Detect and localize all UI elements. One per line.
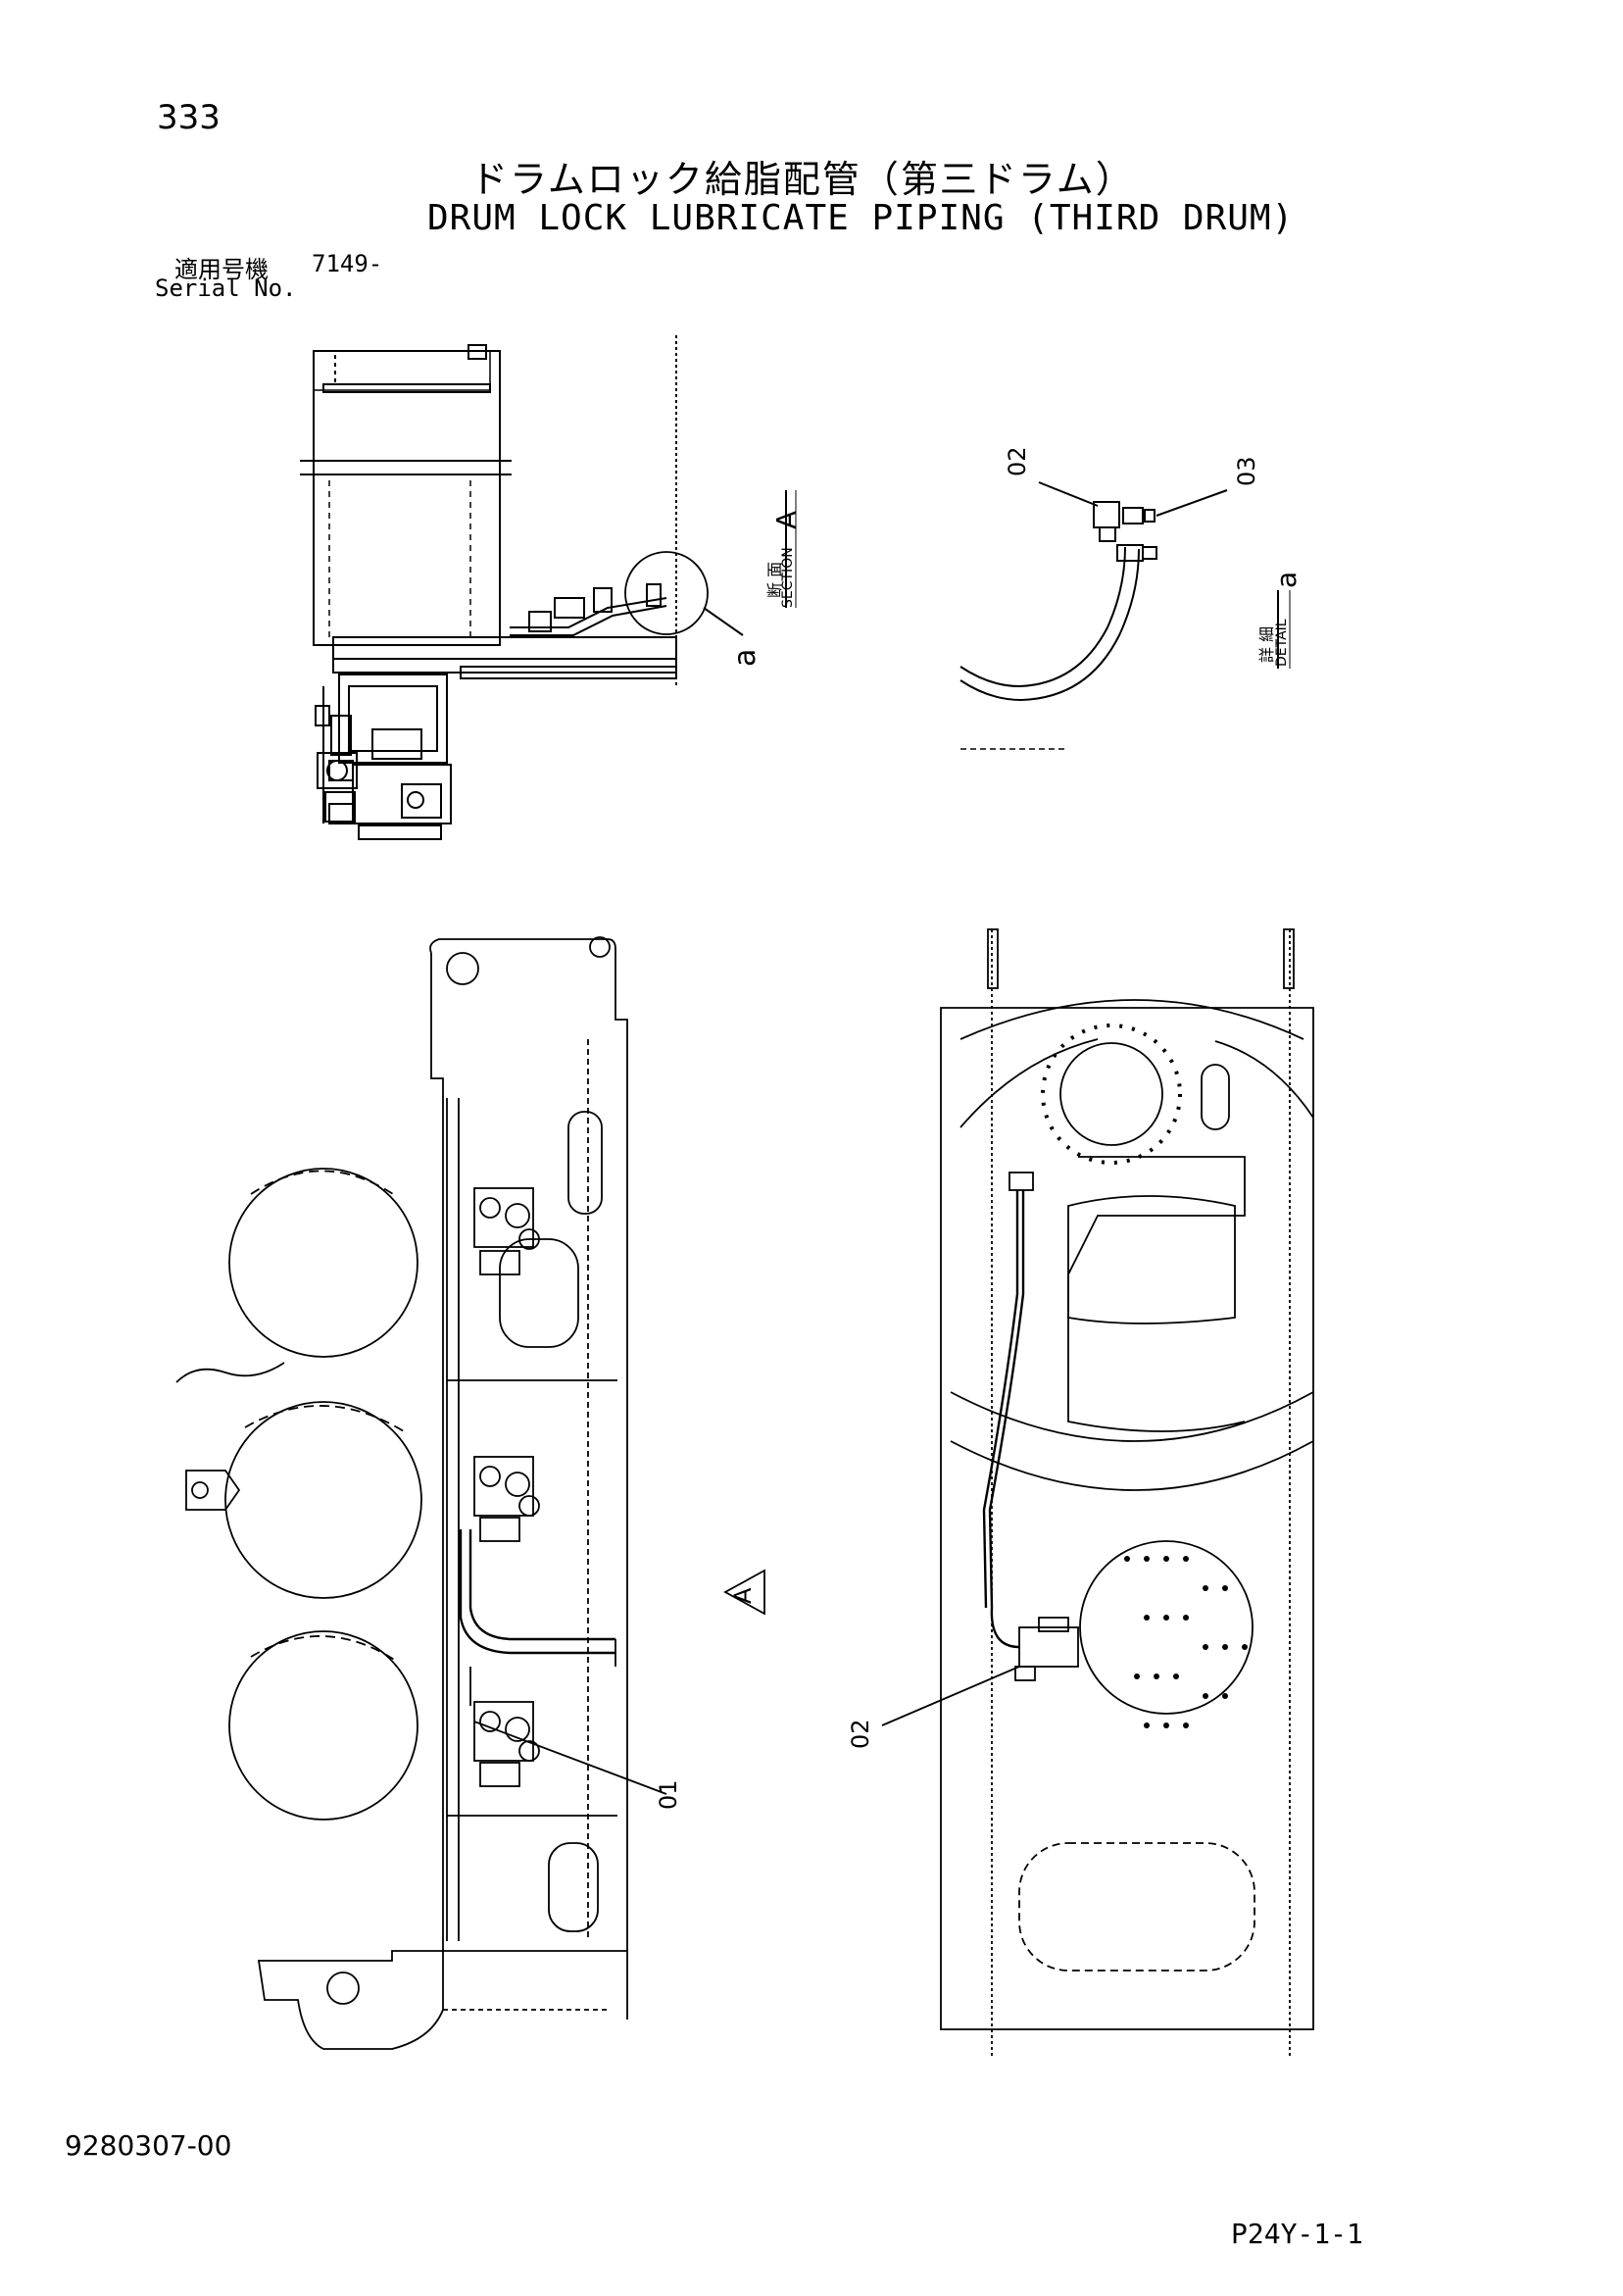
serial-label-english: Serial No. xyxy=(155,275,297,302)
detail-callout-03: 03 xyxy=(1233,456,1260,486)
plan-callout-02: 02 xyxy=(847,1719,874,1749)
detail-callout-02: 02 xyxy=(1004,446,1031,476)
plan-view-right: 02 xyxy=(847,928,1314,2059)
section-label-english: SECTION xyxy=(780,547,796,608)
detail-callout-letter: a xyxy=(728,649,762,667)
page-reference: P24Y-1-1 xyxy=(1231,2218,1363,2250)
valve-block-1 xyxy=(473,1187,540,1275)
valve-block-2 xyxy=(473,1456,540,1542)
view-arrow-letter: A xyxy=(729,1587,757,1604)
detail-label-japanese: 詳 細 xyxy=(1257,626,1276,663)
serial-number-value: 7149- xyxy=(312,250,383,277)
page-title-english: DRUM LOCK LUBRICATE PIPING (THIRD DRUM) xyxy=(427,198,1295,238)
detail-label-letter: a xyxy=(1270,572,1303,588)
section-a-view: a 断 面 SECTION A xyxy=(300,335,803,840)
page-number: 333 xyxy=(157,98,221,137)
section-label-japanese: 断 面 xyxy=(765,562,784,598)
detail-a-view: 02 03 詳 細 DETAIL a xyxy=(959,446,1303,750)
serial-label-japanese: 適用号機 xyxy=(174,256,269,283)
detail-label-english: DETAIL xyxy=(1274,619,1290,667)
plan-callout-01: 01 xyxy=(655,1779,682,1810)
section-label-letter: A xyxy=(770,511,803,529)
valve-block-3 xyxy=(473,1701,540,1787)
plan-view-left: 01 A xyxy=(175,936,765,2050)
document-number: 9280307-00 xyxy=(65,2129,232,2162)
page-title-japanese: ドラムロック給脂配管（第三ドラム） xyxy=(470,158,1135,201)
